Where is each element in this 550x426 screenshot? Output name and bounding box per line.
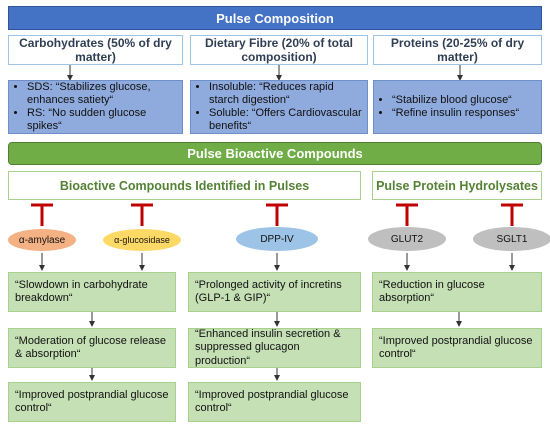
bioactive-identified-heading: Bioactive Compounds Identified in Pulses xyxy=(8,171,361,200)
carbohydrates-benefits-box: SDS: “Stabilizes glucose, enhances satie… xyxy=(8,80,183,134)
outcome-slowdown-breakdown: “Slowdown in carbohydrate breakdown“ xyxy=(8,272,176,312)
protein-benefits-box: “Stabilize blood glucose“ “Refine insuli… xyxy=(373,80,542,134)
dietary-fibre-heading: Dietary Fibre (20% of total composition) xyxy=(190,35,368,65)
protein-bullet-insulin: “Refine insulin responses“ xyxy=(392,107,519,120)
target-alpha-glucosidase: α-glucosidase xyxy=(103,229,181,251)
fibre-bullet-soluble: Soluble: “Offers Cardiovascular benefits… xyxy=(209,107,363,133)
target-dpp-iv: DPP-IV xyxy=(236,227,318,251)
fibre-benefits-box: Insoluble: “Reduces rapid starch digesti… xyxy=(190,80,368,134)
fibre-bullet-insoluble: Insoluble: “Reduces rapid starch digesti… xyxy=(209,81,363,107)
target-sglt1: SGLT1 xyxy=(473,227,550,251)
outcome-insulin-glucagon: “Enhanced insulin secretion & suppressed… xyxy=(188,328,361,368)
target-glut2: GLUT2 xyxy=(368,227,446,251)
target-alpha-amylase: α-amylase xyxy=(8,229,76,251)
outcome-col2-postprandial: “Improved postprandial glucose control“ xyxy=(188,382,361,422)
protein-hydrolysates-heading: Pulse Protein Hydrolysates xyxy=(372,171,542,200)
inhibitor-sglt1 xyxy=(501,203,523,226)
outcome-incretins: “Prolonged activity of incretins (GLP-1 … xyxy=(188,272,361,312)
proteins-heading: Proteins (20-25% of dry matter) xyxy=(373,35,542,65)
protein-bullet-glucose: “Stabilize blood glucose“ xyxy=(392,94,519,107)
inhibitor-glut2 xyxy=(396,203,418,226)
carb-bullet-rs: RS: “No sudden glucose spikes“ xyxy=(27,107,178,133)
bioactive-compounds-banner: Pulse Bioactive Compounds xyxy=(8,142,542,165)
inhibitor-dpp-iv xyxy=(266,203,288,226)
carbohydrates-heading: Carbohydrates (50% of dry matter) xyxy=(8,35,183,65)
pulse-composition-banner: Pulse Composition xyxy=(8,6,542,30)
inhibitor-alpha-glucosidase xyxy=(131,203,153,226)
pulse-composition-title: Pulse Composition xyxy=(216,10,334,26)
bioactive-compounds-title: Pulse Bioactive Compounds xyxy=(187,146,363,161)
outcome-col3-postprandial: “Improved postprandial glucose control“ xyxy=(372,328,542,368)
inhibitor-alpha-amylase xyxy=(31,203,53,226)
outcome-glucose-absorption: “Reduction in glucose absorption“ xyxy=(372,272,542,312)
outcome-col1-postprandial: “Improved postprandial glucose control“ xyxy=(8,382,176,422)
outcome-moderation-glucose: “Moderation of glucose release & absorpt… xyxy=(8,328,176,368)
carb-bullet-sds: SDS: “Stabilizes glucose, enhances satie… xyxy=(27,81,178,107)
